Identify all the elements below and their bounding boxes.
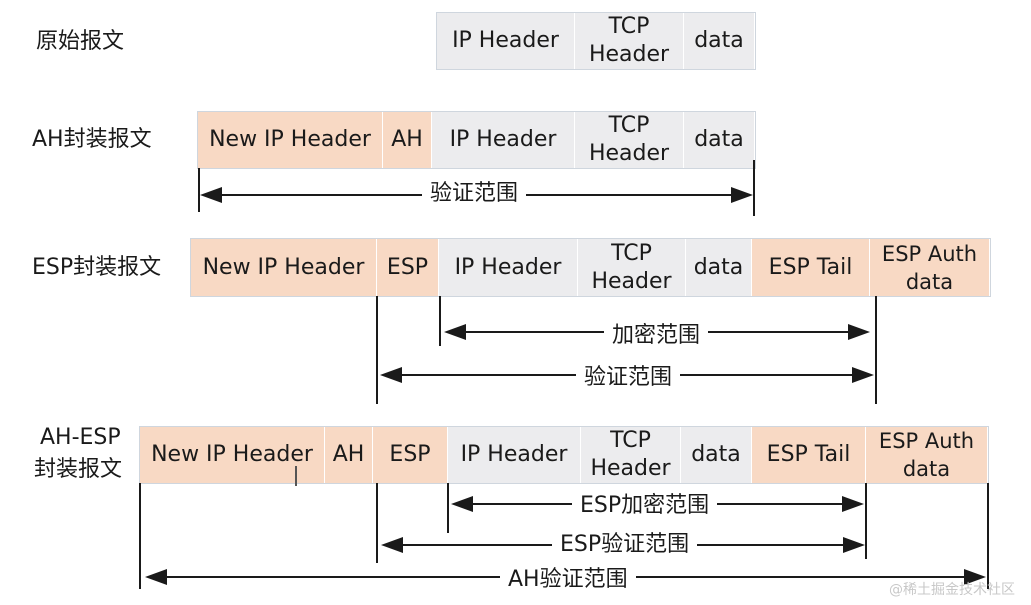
row3-arrowhead-encrypt-left <box>444 324 466 340</box>
row3-vline-tail <box>875 296 877 404</box>
row3-arrowhead-auth-left <box>380 367 402 383</box>
row3-range-auth: 验证范围 <box>576 364 681 392</box>
row2-arrowhead-left <box>200 187 222 203</box>
row3-cell-esp: ESP <box>377 239 439 296</box>
row4-vline-new-ip <box>139 483 141 589</box>
row4-label-line1: AH-ESP <box>40 425 121 450</box>
row2-cell-new-ip-header: New IP Header <box>198 112 383 168</box>
row2-arrowhead-right <box>731 187 753 203</box>
row2-cell-tcp-header: TCP Header <box>575 112 684 168</box>
row3-vline-ip <box>439 296 441 346</box>
row2-cell-ah: AH <box>383 112 432 168</box>
row4-vline-ip <box>447 483 449 533</box>
row4-vline-auth <box>987 483 989 589</box>
row4-arrowhead-esp-encrypt-left <box>451 496 473 512</box>
row1-cell-ip-header: IP Header <box>437 13 575 69</box>
row4-range-esp-auth: ESP验证范围 <box>552 531 698 559</box>
row3-vline-esp <box>376 296 378 404</box>
row3-cell-new-ip-header: New IP Header <box>191 239 377 296</box>
row4-cell-data: data <box>681 427 752 483</box>
row2-vline-right <box>753 160 755 216</box>
row3-cell-tcp-header: TCP Header <box>578 239 686 296</box>
row2-cell-data: data <box>684 112 755 168</box>
row4-arrowhead-esp-auth-right <box>843 537 865 553</box>
text-cursor-icon <box>295 466 305 486</box>
row4-range-ah-auth: AH验证范围 <box>500 566 636 594</box>
row4-range-esp-encrypt: ESP加密范围 <box>572 492 718 520</box>
row4-vline-esp <box>376 483 378 563</box>
row1-cell-data: data <box>684 13 755 69</box>
row3-arrowhead-auth-right <box>852 367 874 383</box>
row3-arrowhead-encrypt-right <box>848 324 870 340</box>
row3-cell-esp-tail: ESP Tail <box>752 239 870 296</box>
row4-cell-ip-header: IP Header <box>448 427 581 483</box>
row2-range-auth: 验证范围 <box>422 180 527 208</box>
row4-cell-esp-tail: ESP Tail <box>752 427 866 483</box>
row4-cell-ah: AH <box>325 427 373 483</box>
row1-cell-tcp-header: TCP Header <box>575 13 684 69</box>
row4-label-line2: 封装报文 <box>34 457 123 482</box>
watermark: @稀土掘金技术社区 <box>889 582 1015 598</box>
row1-label: 原始报文 <box>36 29 125 54</box>
row4-arrowhead-esp-encrypt-right <box>842 496 864 512</box>
row4-cell-new-ip-header: New IP Header <box>140 427 325 483</box>
row3-cell-ip-header: IP Header <box>439 239 578 296</box>
row2-vline-left <box>198 168 200 212</box>
row3-cell-esp-auth-data: ESP Auth data <box>870 239 990 296</box>
row2-cell-ip-header: IP Header <box>432 112 575 168</box>
row4-arrowhead-ah-auth-left <box>145 569 167 585</box>
row3-range-encrypt: 加密范围 <box>604 322 709 350</box>
row3-cell-data: data <box>686 239 752 296</box>
row4-arrowhead-ah-auth-right <box>964 569 986 585</box>
row2-label: AH封装报文 <box>32 127 152 152</box>
row3-label: ESP封装报文 <box>32 255 162 280</box>
row4-vline-tail <box>865 483 867 559</box>
row4-cell-esp-auth-data: ESP Auth data <box>866 427 988 483</box>
row4-arrowhead-esp-auth-left <box>381 537 403 553</box>
row4-cell-tcp-header: TCP Header <box>581 427 681 483</box>
row4-cell-esp: ESP <box>373 427 448 483</box>
